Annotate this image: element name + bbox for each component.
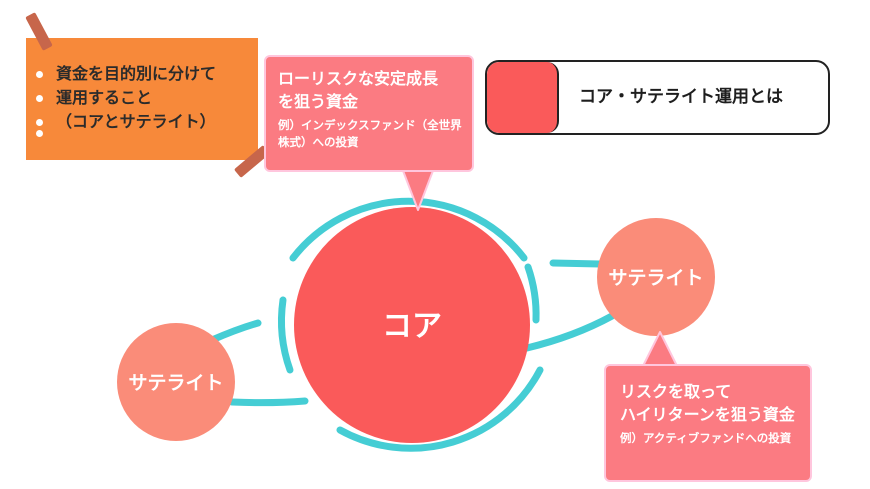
page-title: コア・サテライト運用とは	[579, 87, 783, 107]
core-circle	[294, 207, 530, 443]
callout-satellite: リスクを取って ハイリターンを狙う資金 例）アクティブファンドへの投資	[604, 364, 812, 482]
note-line-1: 資金を目的別に分けて	[36, 62, 248, 86]
callout-core: ローリスクな安定成長 を狙う資金 例）インデックスファンド（全世界株式）への投資	[264, 55, 474, 172]
note-line-3: （コアとサテライト）	[36, 110, 248, 134]
connector-left-bottom	[228, 397, 309, 407]
connector-right-bottom	[523, 312, 616, 352]
bullet-icon	[36, 130, 43, 137]
callout-satellite-pointer	[641, 331, 679, 369]
callout-satellite-title: リスクを取って ハイリターンを狙う資金	[620, 382, 795, 424]
bullet-icon	[36, 71, 43, 78]
title-color-swatch	[487, 62, 559, 133]
callout-satellite-sub: 例）アクティブファンドへの投資	[620, 431, 792, 445]
note-line-2-text: 運用すること	[56, 88, 153, 107]
satellite-left-circle	[117, 323, 235, 441]
core-label: コア	[382, 309, 442, 344]
satellite-left-label: サテライト	[128, 372, 223, 394]
satellite-right-label: サテライト	[608, 267, 703, 289]
connector-left-top	[208, 319, 262, 344]
title-box: コア・サテライト運用とは	[485, 60, 830, 135]
callout-core-sub: 例）インデックスファンド（全世界株式）への投資	[278, 118, 462, 149]
bullet-icon	[36, 95, 43, 102]
orbit-arc-right	[524, 263, 540, 324]
bullet-icon	[36, 119, 43, 126]
summary-note: 資金を目的別に分けて 運用すること （コアとサテライト）	[26, 38, 258, 160]
callout-core-title: ローリスクな安定成長 を狙う資金	[278, 69, 439, 111]
note-line-1-text: 資金を目的別に分けて	[56, 64, 217, 83]
connector-right-top	[549, 259, 604, 268]
satellite-right-circle	[597, 218, 715, 336]
orbit-arc-bottom	[336, 366, 544, 452]
orbit-arc-top	[289, 197, 528, 262]
note-line-3-text: （コアとサテライト）	[56, 112, 216, 131]
orbit-arc-left	[278, 296, 294, 374]
note-line-2: 運用すること	[36, 86, 248, 110]
